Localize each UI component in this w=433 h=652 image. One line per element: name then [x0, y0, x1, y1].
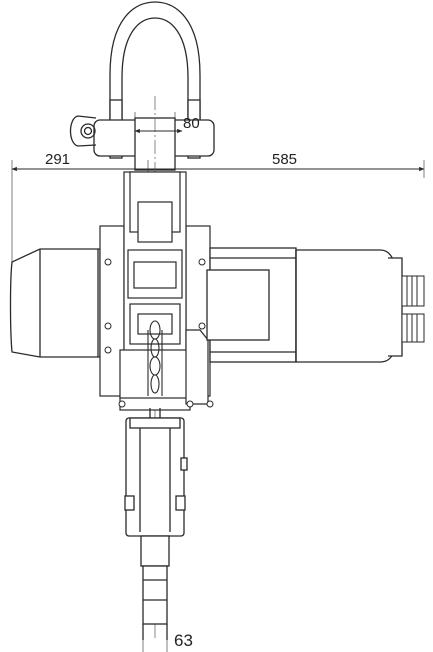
pin-eye	[69, 115, 97, 147]
shackle	[69, 1, 215, 640]
dimension-label-291: 291	[45, 151, 70, 168]
dimension-overall-width	[11, 160, 425, 262]
hoist-frame	[99, 171, 211, 411]
dimension-label-63: 63	[174, 631, 193, 650]
dimension-shackle-width	[134, 112, 183, 148]
dimension-label-585: 585	[272, 151, 297, 168]
frame-bolts	[104, 258, 214, 408]
dimension-label-80: 80	[183, 115, 200, 132]
dimension-chain-width	[142, 640, 168, 652]
left-motor-cover	[9, 248, 101, 358]
right-motor	[206, 247, 403, 363]
control-connectors	[401, 275, 425, 343]
lower-hook-block	[124, 408, 188, 640]
chain-links-inner	[147, 320, 163, 396]
